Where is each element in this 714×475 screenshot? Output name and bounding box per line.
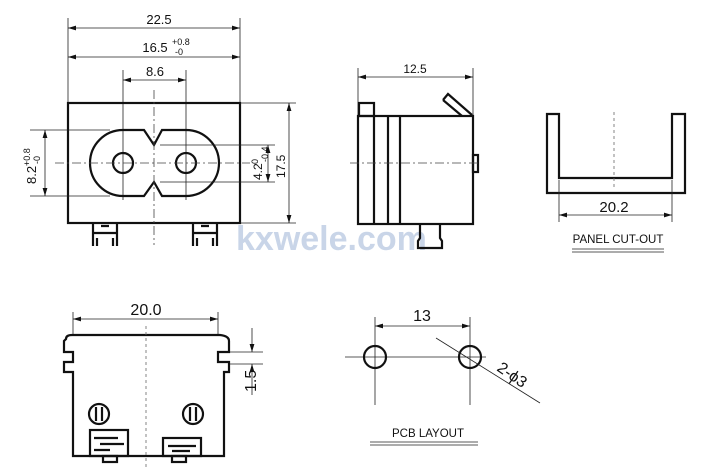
front-view: 22.5 16.5 +0.8 -0 8.6 8.2 +0.8 -0 4.2 0 …: [22, 12, 296, 246]
dim-cutout-width: 20.2: [599, 199, 628, 216]
dim-notch-tol-plus: 0: [250, 159, 260, 164]
pcb-layout-view: 13 2-ϕ3 PCB LAYOUT: [345, 308, 541, 446]
side-view: 12.5: [350, 62, 480, 250]
dim-width-inner-tol-plus: +0.8: [172, 37, 190, 47]
dim-height-left-tol-minus: -0: [32, 156, 42, 164]
dim-pcb-spacing: 13: [413, 308, 431, 325]
dim-notch-height: 4.2: [251, 163, 265, 180]
panel-cutout-view: 20.2 PANEL CUT-OUT: [545, 112, 687, 253]
bottom-view: 20.0 1.5: [62, 302, 263, 470]
dim-height-left-tol-plus: +0.8: [22, 148, 32, 166]
dim-step: 1.5: [243, 370, 260, 392]
dim-width-overall: 22.5: [146, 12, 171, 27]
watermark: kxwele.com: [236, 220, 427, 258]
pcb-hole-right: [457, 344, 483, 370]
pcb-hole-left: [362, 344, 388, 370]
dim-height-left: 8.2: [24, 166, 39, 184]
panel-cutout-label: PANEL CUT-OUT: [573, 234, 664, 246]
terminal-pin-right: [191, 224, 219, 246]
dim-hole-diameter: 2-ϕ3: [494, 359, 530, 391]
dim-pin-spacing: 8.6: [146, 64, 164, 79]
dim-width-inner: 16.5: [142, 40, 167, 55]
dim-bottom-width: 20.0: [130, 302, 161, 319]
dim-width-inner-tol-minus: -0: [175, 47, 183, 57]
dim-height-overall: 17.5: [274, 154, 288, 178]
terminal-pin-left: [91, 224, 119, 246]
dim-notch-tol-minus: -0.4: [260, 146, 270, 162]
dim-depth: 12.5: [403, 62, 427, 76]
pcb-layout-label: PCB LAYOUT: [392, 428, 464, 440]
